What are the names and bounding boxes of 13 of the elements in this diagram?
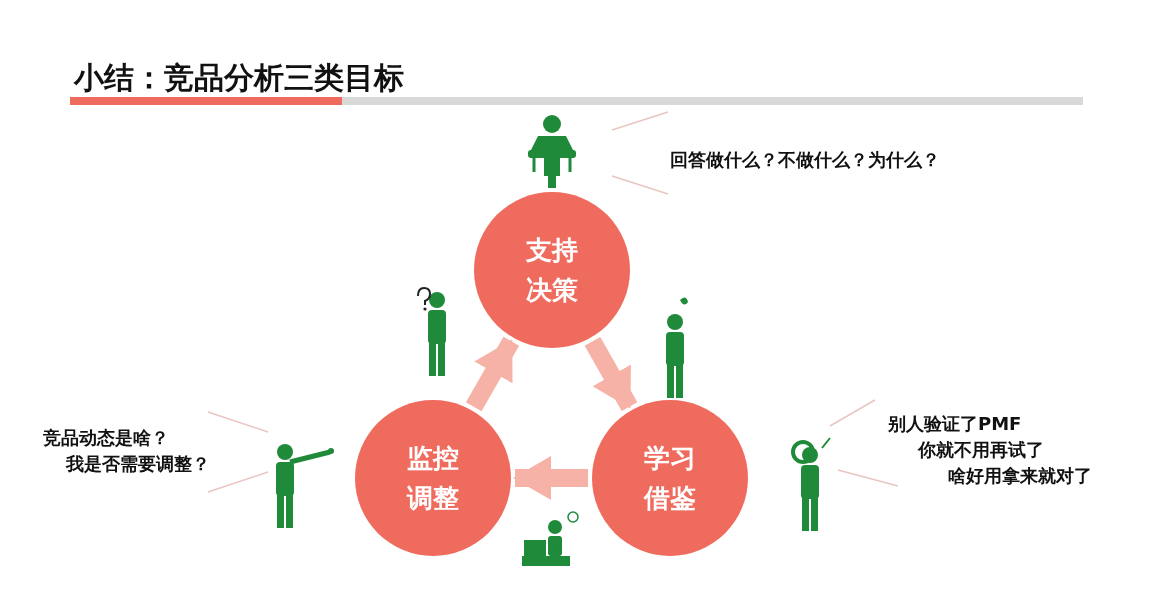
- topic-circle: 监控调整: [355, 400, 511, 556]
- callout-text: 竞品动态是啥？: [43, 426, 169, 450]
- callout-text: 回答做什么？不做什么？为什么？: [670, 148, 940, 172]
- arrow: [465, 336, 520, 412]
- topic-circle: 支持决策: [474, 192, 630, 348]
- callout-text: 你就不用再试了: [918, 438, 1044, 462]
- callout-text: 啥好用拿来就对了: [948, 464, 1092, 488]
- callout-text: 我是否需要调整？: [66, 452, 210, 476]
- topic-circle: 学习借鉴: [592, 400, 748, 556]
- arrow: [584, 336, 638, 412]
- arrow: [513, 456, 588, 500]
- callout-text: 别人验证了PMF: [888, 412, 1022, 436]
- title: 小结：竞品分析三类目标: [74, 59, 404, 97]
